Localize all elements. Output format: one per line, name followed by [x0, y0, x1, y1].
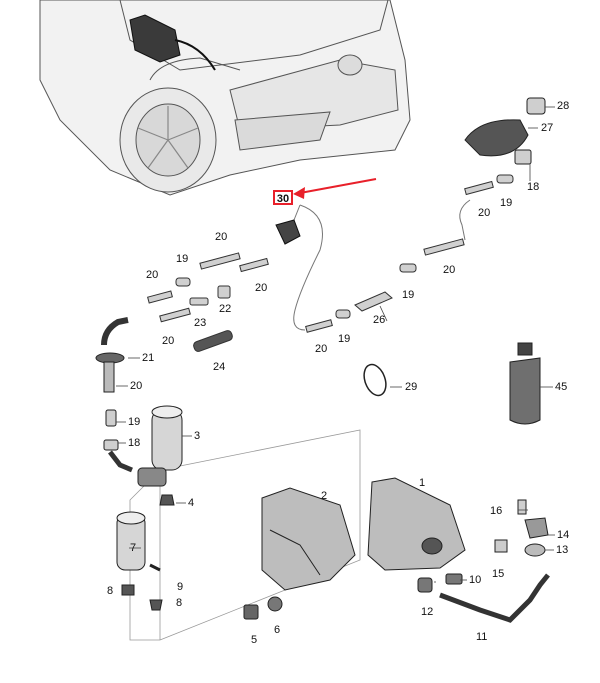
callout-27: 27 [541, 122, 554, 134]
callout-8: 8 [176, 597, 183, 609]
callout-22: 22 [219, 303, 232, 315]
callout-20: 20 [146, 269, 159, 281]
callout-18: 18 [128, 437, 141, 449]
clip-part-29 [363, 363, 387, 397]
pump-part-7 [116, 511, 163, 611]
vehicle-illustration [39, 0, 411, 196]
callout-18: 18 [527, 181, 540, 193]
assembly-frame [129, 429, 361, 641]
reservoir-part-1 [367, 477, 466, 593]
callout-20: 20 [315, 343, 328, 355]
callout-7: 7 [130, 542, 137, 554]
highlight-box-part-30: 30 [273, 190, 293, 205]
highlight-arrow [293, 178, 377, 199]
callout-20: 20 [255, 282, 268, 294]
callout-10: 10 [469, 574, 482, 586]
callout-23: 23 [194, 317, 207, 329]
callout-2: 2 [321, 490, 328, 502]
elbow-parts [95, 317, 133, 473]
callout-30: 30 [276, 193, 290, 205]
upper-hose-parts [147, 174, 514, 352]
callout-20: 20 [162, 335, 175, 347]
callout-6: 6 [274, 624, 281, 636]
callout-20: 20 [478, 207, 491, 219]
callout-45: 45 [555, 381, 568, 393]
callout-19: 19 [500, 197, 513, 209]
callout-29: 29 [405, 381, 418, 393]
callout-14: 14 [557, 529, 570, 541]
callout-9: 9 [177, 581, 184, 593]
callout-20: 20 [443, 264, 456, 276]
callout-19: 19 [128, 416, 141, 428]
callout-20: 20 [215, 231, 228, 243]
fluid-bottle-part-45 [509, 342, 541, 425]
callout-1: 1 [419, 477, 426, 489]
callout-19: 19 [176, 253, 189, 265]
callout-5: 5 [251, 634, 258, 646]
callout-16: 16 [490, 505, 503, 517]
callout-13: 13 [556, 544, 569, 556]
filler-pipe-part-11 [439, 573, 550, 623]
callout-19: 19 [402, 289, 415, 301]
callout-26: 26 [373, 314, 386, 326]
callout-12: 12 [421, 606, 434, 618]
reservoir-part-2 [243, 487, 356, 620]
callout-21: 21 [142, 352, 155, 364]
callout-20: 20 [130, 380, 143, 392]
callout-4: 4 [188, 497, 195, 509]
callout-24: 24 [213, 361, 226, 373]
callout-28: 28 [557, 100, 570, 112]
callout-11: 11 [476, 631, 488, 643]
callout-8: 8 [107, 585, 114, 597]
part-30-connector [275, 219, 301, 245]
callout-15: 15 [492, 568, 505, 580]
callout-19: 19 [338, 333, 351, 345]
pump-part-3 [137, 405, 183, 506]
filler-cap-parts [494, 499, 549, 557]
callout-3: 3 [194, 430, 201, 442]
leader-lines [116, 106, 555, 583]
nozzle-parts [464, 97, 546, 165]
